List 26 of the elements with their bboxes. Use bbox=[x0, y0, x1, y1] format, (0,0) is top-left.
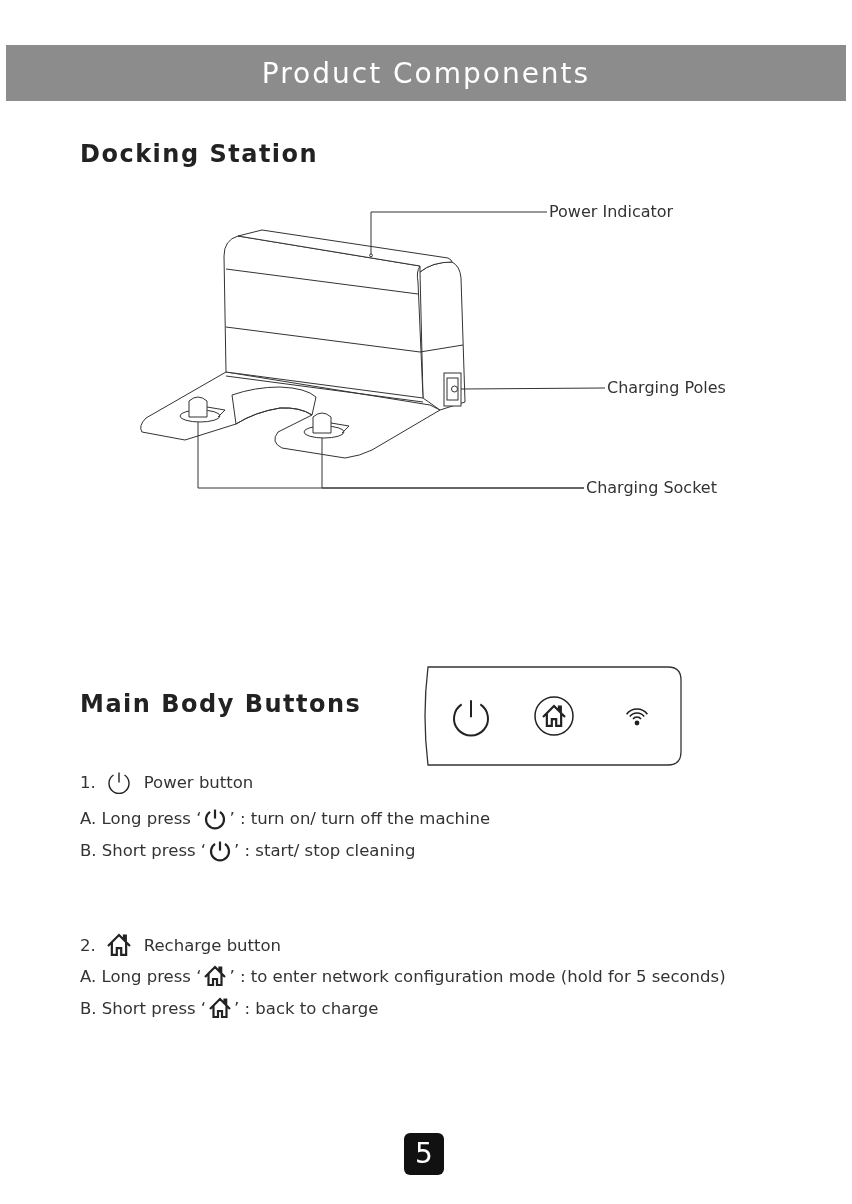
leader-line bbox=[460, 387, 606, 390]
section-heading: Docking Station bbox=[80, 140, 319, 168]
page-number: 5 bbox=[404, 1133, 444, 1175]
charging-contact-plate bbox=[443, 372, 462, 407]
charging-pole bbox=[303, 412, 350, 439]
page-title: Product Components bbox=[261, 56, 591, 90]
charging-pole bbox=[179, 396, 226, 423]
instruction-text: B. Short press ‘ bbox=[80, 840, 207, 860]
instruction-text: Power button bbox=[143, 772, 254, 792]
instruction-text: B. Short press ‘ bbox=[80, 998, 207, 1018]
instruction-text: A. Long press ‘ bbox=[80, 966, 202, 986]
instruction-text: Recharge button bbox=[143, 935, 282, 955]
leader-line bbox=[370, 211, 548, 255]
list-number: 1. bbox=[80, 772, 96, 792]
instruction-text: ’ : turn on/ turn off the machine bbox=[229, 808, 491, 828]
leader-line bbox=[321, 437, 585, 489]
part-label: Charging Socket bbox=[586, 478, 717, 498]
instruction-text: A. Long press ‘ bbox=[80, 808, 202, 828]
instruction-text: ’ : to enter network configuration mode (hold for 5 seconds) bbox=[229, 966, 726, 986]
part-label: Power Indicator bbox=[549, 202, 674, 222]
indicator-light bbox=[369, 253, 373, 258]
section-heading: Main Body Buttons bbox=[80, 690, 362, 718]
instruction-text: ’ : start/ stop cleaning bbox=[234, 840, 416, 860]
instruction-text: ’ : back to charge bbox=[234, 998, 379, 1018]
list-number: 2. bbox=[80, 935, 96, 955]
part-label: Charging Poles bbox=[607, 378, 726, 398]
